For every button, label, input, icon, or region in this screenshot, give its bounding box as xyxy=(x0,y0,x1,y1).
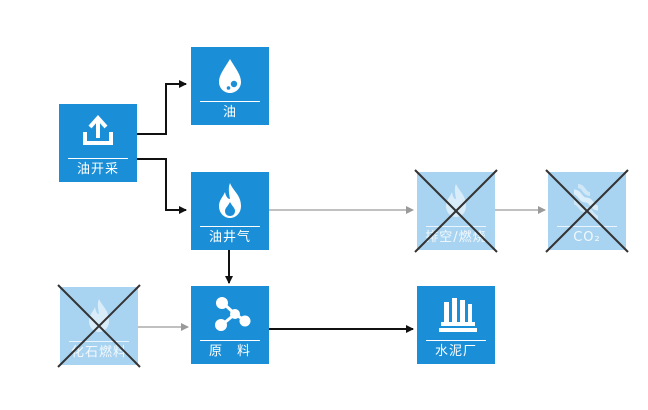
node-label: 油 xyxy=(222,105,237,120)
node-fossil-fuel-crossed[interactable]: 化石燃料 xyxy=(57,284,141,368)
cross-out-mark xyxy=(545,169,629,253)
node-label: 化石燃料 xyxy=(70,345,127,360)
node-label: 排空/燃烧 xyxy=(425,230,487,245)
node-label: 原 料 xyxy=(208,344,251,359)
divider xyxy=(200,340,260,341)
cross-out-mark xyxy=(414,169,498,253)
node-label: 油井气 xyxy=(208,230,251,245)
flame-icon xyxy=(219,183,241,218)
divider xyxy=(68,158,128,159)
divider xyxy=(200,101,260,102)
node-oil-well-gas[interactable]: 油井气 xyxy=(191,172,269,250)
oil-drop-icon xyxy=(219,59,241,93)
node-cement-plant[interactable]: 水泥厂 xyxy=(417,286,495,364)
upload-tray-icon xyxy=(83,114,113,145)
node-oil-extraction[interactable]: 油开采 xyxy=(59,104,137,182)
arrow-extraction-to-gas xyxy=(137,158,187,214)
divider xyxy=(557,226,617,227)
node-label: CO₂ xyxy=(573,230,601,245)
node-label: 水泥厂 xyxy=(434,344,477,359)
divider xyxy=(200,226,260,227)
divider xyxy=(69,341,129,342)
node-flare-crossed[interactable]: 排空/燃烧 xyxy=(414,169,498,253)
divider xyxy=(426,226,486,227)
factory-icon xyxy=(439,298,477,332)
divider xyxy=(426,340,486,341)
node-label: 油开采 xyxy=(76,162,119,177)
flame-icon xyxy=(89,299,109,332)
node-oil[interactable]: 油 xyxy=(191,47,269,125)
molecule-icon xyxy=(215,297,251,331)
arrow-extraction-to-oil xyxy=(137,80,187,135)
cross-out-mark xyxy=(57,284,141,368)
node-raw-material[interactable]: 原 料 xyxy=(191,286,269,364)
node-co2-crossed[interactable]: CO₂ xyxy=(545,169,629,253)
flame-icon xyxy=(446,184,466,217)
